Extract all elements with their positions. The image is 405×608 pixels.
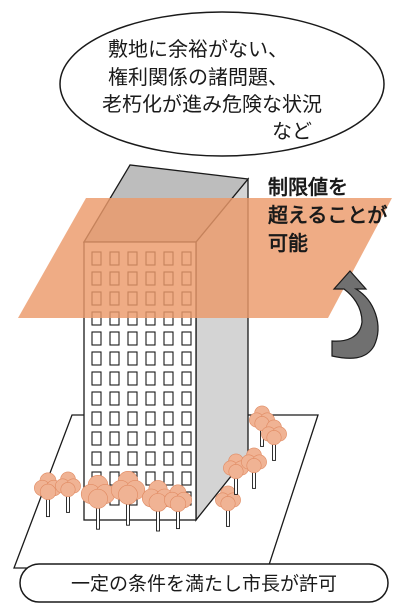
building-window [109, 351, 120, 366]
building-window [91, 391, 102, 406]
callout-line-1: 敷地に余裕がない、 [108, 37, 288, 61]
trees [34, 405, 287, 532]
annotation-line-3: 可能 [268, 231, 308, 255]
building-window [163, 431, 174, 446]
caption-text: 一定の条件を満たし市長が許可 [71, 573, 337, 595]
building-window [127, 451, 138, 466]
tree [164, 484, 192, 530]
height-limit-plane [18, 198, 392, 318]
curved-arrow [331, 270, 379, 359]
building-window [145, 411, 156, 426]
building-window [145, 451, 156, 466]
building-window [181, 411, 192, 426]
tree [110, 470, 146, 526]
building-window [109, 451, 120, 466]
building-window [163, 331, 174, 346]
building-window [109, 411, 120, 426]
building-window [127, 411, 138, 426]
tree [80, 474, 116, 530]
building-window [163, 371, 174, 386]
building-window [91, 351, 102, 366]
building-window [127, 431, 138, 446]
building-window [163, 351, 174, 366]
tree [215, 485, 241, 527]
building-window [145, 371, 156, 386]
tree [34, 472, 62, 518]
building-window [109, 431, 120, 446]
building-window [91, 331, 102, 346]
annotation-line-1: 制限値を [268, 175, 348, 199]
building-window [127, 331, 138, 346]
building-window [163, 471, 174, 486]
callout-ellipse [59, 11, 385, 157]
building-window [127, 391, 138, 406]
building-window [181, 471, 192, 486]
building-window [91, 411, 102, 426]
callout-line-4: など [272, 119, 312, 143]
building-window [109, 391, 120, 406]
building-window [127, 351, 138, 366]
building-window [181, 371, 192, 386]
building-window [109, 331, 120, 346]
building-window [181, 391, 192, 406]
tree [261, 419, 287, 461]
annotation-line-2: 超えることが [267, 203, 387, 227]
building-window [145, 351, 156, 366]
callout-line-3: 老朽化が進み危険な状況 [102, 92, 322, 116]
building-window [145, 331, 156, 346]
building-window [91, 431, 102, 446]
tree [241, 447, 267, 489]
building-window [127, 371, 138, 386]
caption-pill [19, 563, 389, 603]
building-window [109, 371, 120, 386]
building-window [163, 411, 174, 426]
building-window [91, 371, 102, 386]
building-window [181, 331, 192, 346]
building-window [163, 451, 174, 466]
building-window [181, 351, 192, 366]
tree [55, 471, 81, 513]
callout-line-2: 権利関係の諸問題、 [108, 65, 288, 89]
building-window [163, 391, 174, 406]
building-window [145, 431, 156, 446]
building-window [145, 391, 156, 406]
building-window [181, 431, 192, 446]
building-window [181, 451, 192, 466]
building-window [91, 451, 102, 466]
